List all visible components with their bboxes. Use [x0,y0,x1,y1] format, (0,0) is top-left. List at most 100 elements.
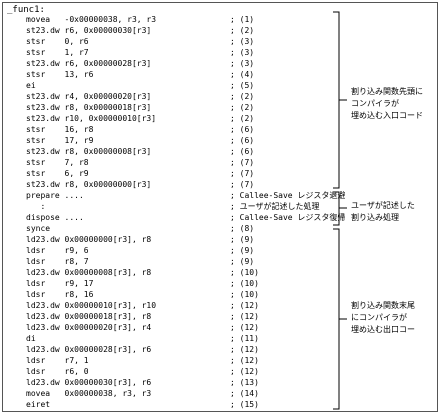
instruction-text: movea 0x00000038, r3, r3 [26,389,152,398]
comment-text: ; (7) [230,158,255,167]
comment-text: ; (10) [230,279,259,288]
comment-text: ; (6) [230,125,255,134]
code-line: st23.dw r6, 0x00000030[r3]; (2) [3,25,343,36]
instruction-text: di [26,334,36,343]
code-line: stsr 1, r7; (3) [3,47,343,58]
code-line: stsr 17, r9 ; (6) [3,135,343,146]
comment-text: ; (1) [230,15,255,24]
code-line: ldsr r9, 17 ; (10) [3,278,343,289]
comment-text: ; (12) [230,312,259,321]
function-label: _func1: [7,5,45,15]
comment-text: ; (12) [230,345,259,354]
code-line: ld23.dw 0x00000008[r3], r8 ; (10) [3,267,343,278]
user-annotation-line: 割り込み処理 [351,213,399,222]
exit-annotation-line: 割り込み関数末尾 [351,301,415,310]
instruction-text: stsr 0, r6 [26,37,89,46]
instruction-text: ld23.dw 0x00000000[r3], r8 [26,235,152,244]
instruction-text: ld23.dw 0x00000030[r3], r6 [26,378,152,387]
comment-text: ; Callee-Save レジスタ退避 [230,191,346,200]
instruction-text: ld23.dw 0x00000008[r3], r8 [26,268,152,277]
comment-text: ; (2) [230,114,255,123]
instruction-text: ldsr r7, 1 [26,356,89,365]
code-line: st23.dw r10, 0x00000010[r3] ; (2) [3,113,343,124]
code-line: ldsr r9, 6 ; (9) [3,245,343,256]
comment-text: ; (4) [230,70,255,79]
comment-text: ; (12) [230,367,259,376]
instruction-text: ldsr r9, 17 [26,279,94,288]
code-line: stsr 7, r8 ; (7) [3,157,343,168]
comment-text: ; (11) [230,334,259,343]
comment-text: ; (7) [230,169,255,178]
comment-text: ; (6) [230,136,255,145]
code-line: st23.dw r6, 0x00000028[r3] ; (3) [3,58,343,69]
instruction-text: stsr 6, r9 [26,169,89,178]
comment-text: ; (10) [230,268,259,277]
comment-text: ; (2) [230,92,255,101]
comment-text: ; (6) [230,147,255,156]
instruction-text: stsr 17, r9 [26,136,94,145]
comment-text: ; (12) [230,356,259,365]
brace-overlay [333,11,347,410]
comment-text: ; (3) [230,59,255,68]
code-line: ld23.dw 0x00000000[r3], r8 ; (9) [3,234,343,245]
instruction-text: st23.dw r6, 0x00000028[r3] [26,59,152,68]
comment-text: ; Callee-Save レジスタ復帰 [230,213,346,222]
comment-text: ; (13) [230,378,259,387]
entry-annotation-line: 埋め込む入口コード [351,111,423,120]
instruction-text: synce [26,224,51,233]
instruction-text: ldsr r6, 0 [26,367,89,376]
instruction-text: st23.dw r8, 0x00000000[r3] [26,180,152,189]
instruction-text: st23.dw r10, 0x00000010[r3] [26,114,157,123]
instruction-text: stsr 7, r8 [26,158,89,167]
code-line: ld23.dw 0x00000020[r3], r4; (12) [3,322,343,333]
instruction-text: : [26,202,46,211]
comment-text: ; (5) [230,81,255,90]
instruction-text: ldsr r8, 7 [26,257,89,266]
code-line: ldsr r7, 1 ; (12) [3,355,343,366]
code-line: st23.dw r8, 0x00000000[r3] ; (7) [3,179,343,190]
comment-text: ; (9) [230,235,255,244]
instruction-text: ld23.dw 0x00000028[r3], r6 [26,345,152,354]
comment-text: ; (10) [230,290,259,299]
instruction-text: eiret [26,400,51,409]
comment-text: ; (2) [230,103,255,112]
comment-text: ; (14) [230,389,259,398]
comment-text: ; (9) [230,246,255,255]
code-line: dispose .... ; Callee-Save レジスタ復帰 [3,212,346,223]
comment-text: ; (7) [230,180,255,189]
code-line: ldsr r6, 0 ; (12) [3,366,343,377]
exit-annotation-line: 埋め込む出口コー [351,325,415,334]
code-line: prepare .... ; Callee-Save レジスタ退避 [3,190,346,201]
entry-annotation-line: コンパイラが [351,99,399,108]
instruction-text: ld23.dw 0x00000010[r3], r10 [26,301,157,310]
instruction-text: prepare .... [26,191,84,200]
instruction-text: st23.dw r8, 0x00000018[r3] [26,103,152,112]
user-bracket [333,191,340,226]
exit-bracket [333,228,340,410]
code-line: stsr 6, r9 ; (7) [3,168,343,179]
comment-text: ; (8) [230,224,255,233]
code-line: synce ; (8) [3,223,343,234]
comment-text: ; (3) [230,37,255,46]
code-line: ld23.dw 0x00000010[r3], r10 ; (12) [3,300,343,311]
comment-text: ; ユーザが記述した処理 [230,202,320,211]
comment-text: ; (12) [230,323,259,332]
comment-text: ; (12) [230,301,259,310]
comment-text: ; (15) [230,400,259,409]
instruction-text: ldsr r8, 16 [26,290,94,299]
instruction-text: dispose .... [26,213,84,222]
code-line: ei ; (5) [3,80,343,91]
code-line: ld23.dw 0x00000028[r3], r6 ; (12) [3,344,343,355]
instruction-text: stsr 13, r6 [26,70,94,79]
code-line: eiret ; (15) [3,399,343,410]
code-line: ldsr r8, 7; (9) [3,256,343,267]
instruction-text: ld23.dw 0x00000018[r3], r8 [26,312,152,321]
instruction-text: ei [26,81,36,90]
instruction-text: movea -0x00000038, r3, r3 [26,15,157,24]
comment-text: ; (2) [230,26,255,35]
instruction-text: ldsr r9, 6 [26,246,89,255]
code-line: ldsr r8, 16 ; (10) [3,289,343,300]
code-line: movea 0x00000038, r3, r3 ; (14) [3,388,343,399]
code-line: ld23.dw 0x00000018[r3], r8 ; (12) [3,311,343,322]
exit-annotation: 割り込み関数末尾 にコンパイラが 埋め込む出口コー [351,300,415,336]
